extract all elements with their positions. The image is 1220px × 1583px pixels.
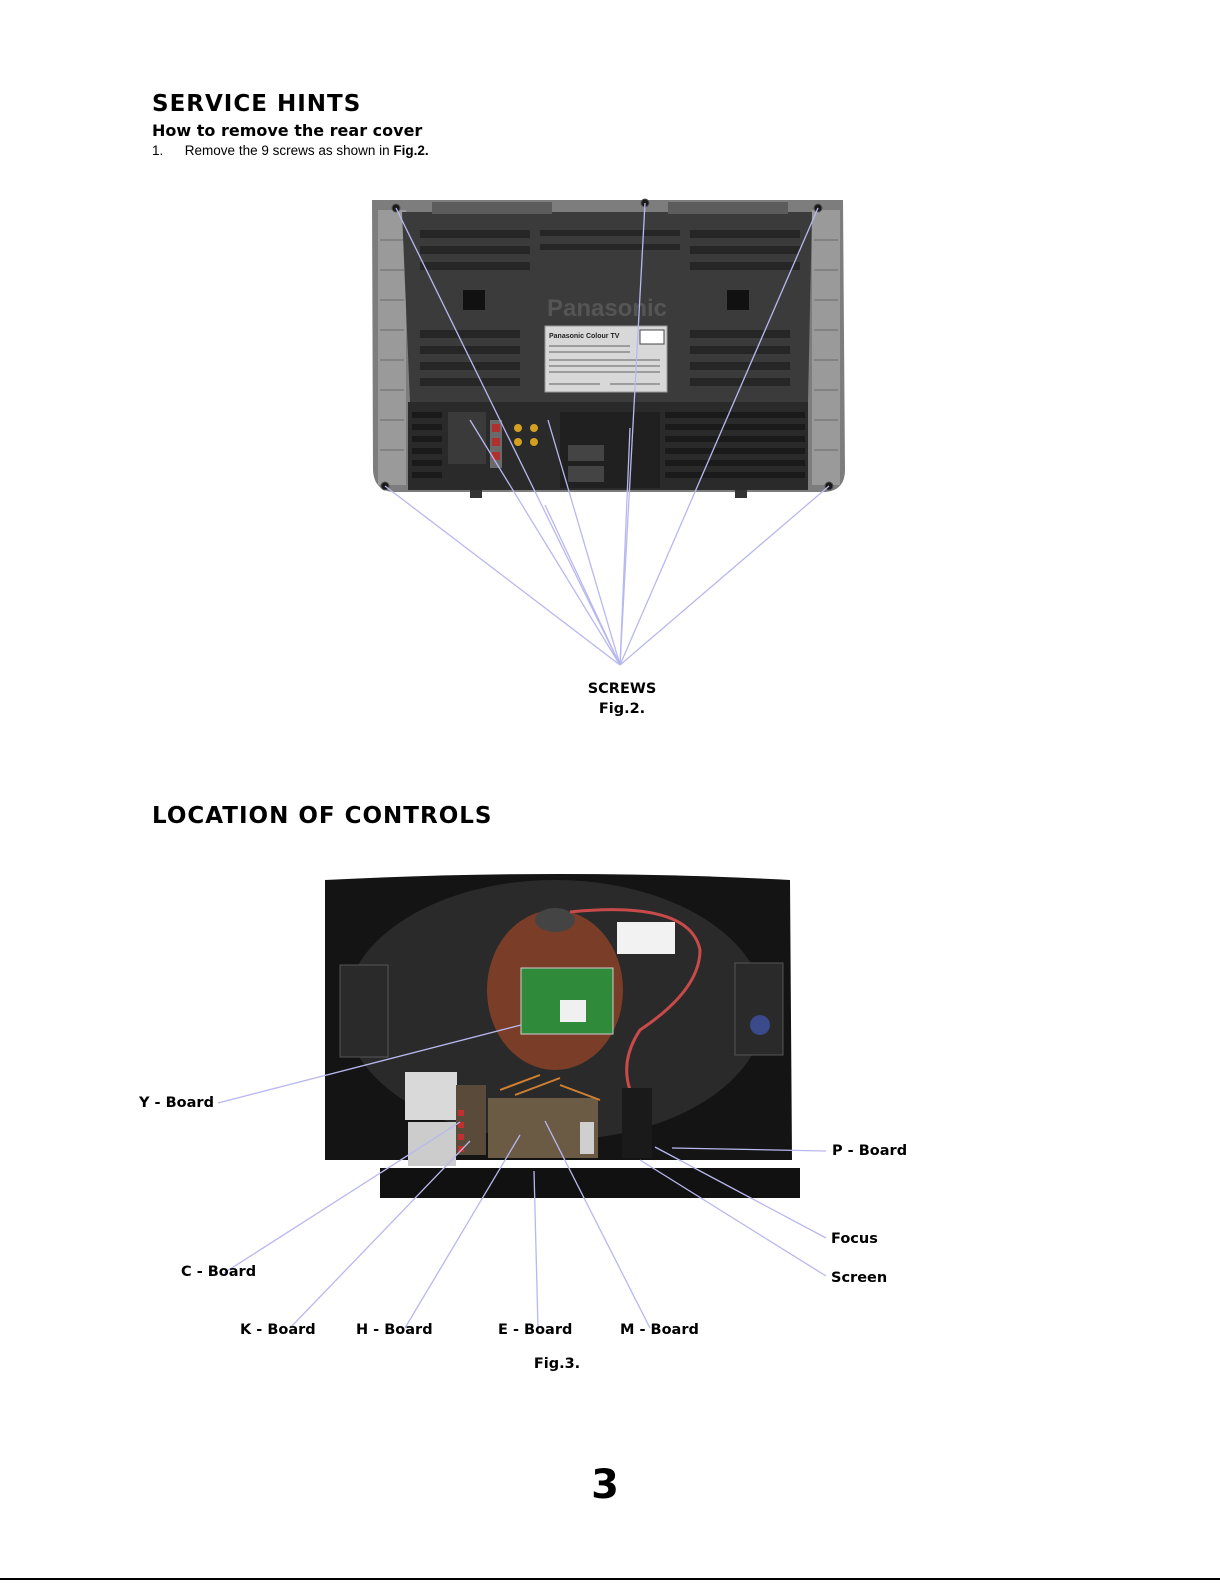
paper-label [617, 922, 675, 954]
section-heading-location-of-controls: LOCATION OF CONTROLS [152, 803, 492, 829]
label-k-board: K - Board [240, 1322, 316, 1338]
p-board-transformer [622, 1088, 652, 1158]
plate-logo [640, 330, 664, 344]
c-board-heatsink [405, 1072, 457, 1120]
label-y-board: Y - Board [139, 1095, 214, 1111]
label-c-board: C - Board [181, 1264, 256, 1280]
fig3-caption: Fig.3. [507, 1356, 607, 1372]
foot-left [470, 490, 482, 498]
mount-hole-right [727, 290, 749, 310]
m-board-component [580, 1122, 594, 1154]
fig2-rear-cover-photo: Panasonic Panasonic Colour TV [0, 0, 1220, 740]
label-screen: Screen [831, 1270, 887, 1286]
scart-socket-2 [568, 466, 604, 482]
brand-embossing: Panasonic [547, 295, 667, 322]
bottom-rule [0, 1578, 1220, 1580]
foot-right [735, 490, 747, 498]
mount-hole-left [463, 290, 485, 310]
chassis-base [380, 1168, 800, 1198]
label-m-board: M - Board [620, 1322, 699, 1338]
anode-cap [535, 908, 575, 932]
page-number: 3 [560, 1462, 650, 1508]
speaker-right-magnet [750, 1015, 770, 1035]
label-p-board: P - Board [832, 1143, 907, 1159]
left-side-grille [378, 210, 406, 485]
top-vent-right [668, 202, 788, 214]
rating-plate-title: Panasonic Colour TV [549, 333, 620, 340]
label-e-board: E - Board [498, 1322, 572, 1338]
top-vent-left [432, 202, 552, 214]
fig2-caption: Fig.2. [572, 701, 672, 717]
speaker-left [340, 965, 388, 1057]
scart-socket-1 [568, 445, 604, 461]
right-side-grille [812, 210, 840, 485]
k-board [456, 1085, 486, 1155]
screws-label: SCREWS [572, 681, 672, 697]
fig3-chassis-photo [0, 860, 1220, 1380]
label-focus: Focus [831, 1231, 878, 1247]
y-board-label [560, 1000, 586, 1022]
speaker-right [735, 963, 783, 1055]
label-h-board: H - Board [356, 1322, 433, 1338]
